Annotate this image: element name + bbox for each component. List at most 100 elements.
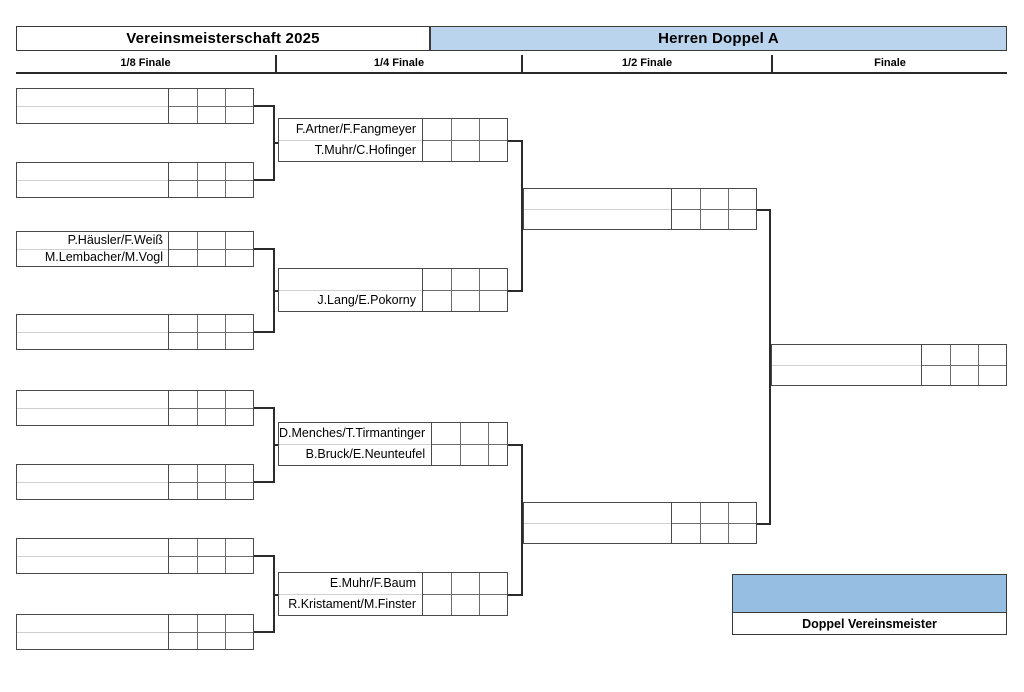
- match-sf-2[interactable]: [523, 502, 757, 544]
- team-slot-bottom[interactable]: [524, 523, 671, 543]
- score-cell-1[interactable]: [169, 539, 197, 573]
- match-r16-3[interactable]: P.Häusler/F.Weiß M.Lembacher/M.Vogl: [16, 231, 254, 267]
- match-r16-6[interactable]: [16, 464, 254, 500]
- team-slot-top[interactable]: [279, 269, 422, 290]
- score-cell-3[interactable]: [225, 232, 253, 266]
- score-cell-1[interactable]: [432, 423, 461, 465]
- score-cell-2[interactable]: [197, 89, 225, 123]
- match-qf-3[interactable]: D.Menches/T.Tirmantinger B.Bruck/E.Neunt…: [278, 422, 517, 466]
- score-cell-1[interactable]: [169, 89, 197, 123]
- score-cell-1[interactable]: [169, 163, 197, 197]
- team-slot-top[interactable]: E.Muhr/F.Baum: [329, 576, 416, 591]
- match-names: J.Lang/E.Pokorny: [279, 269, 422, 311]
- score-cell-3[interactable]: [728, 189, 756, 229]
- score-cell-3[interactable]: [479, 119, 507, 161]
- score-cell-3[interactable]: [225, 315, 253, 349]
- score-cell-1[interactable]: [423, 119, 451, 161]
- match-qf-2[interactable]: J.Lang/E.Pokorny: [278, 268, 508, 312]
- score-cell-1[interactable]: [922, 345, 950, 385]
- team-slot-top[interactable]: [17, 391, 168, 408]
- team-slot-bottom[interactable]: [17, 106, 168, 123]
- score-cell-1[interactable]: [423, 573, 451, 615]
- team-slot-top[interactable]: [772, 345, 921, 365]
- team-slot-bottom[interactable]: [772, 365, 921, 385]
- match-r16-8[interactable]: [16, 614, 254, 650]
- score-cells: [168, 615, 253, 649]
- team-slot-top[interactable]: [17, 89, 168, 106]
- team-slot-bottom[interactable]: T.Muhr/C.Hofinger: [314, 143, 416, 158]
- match-qf-1[interactable]: F.Artner/F.Fangmeyer T.Muhr/C.Hofinger: [278, 118, 508, 162]
- connector: [254, 481, 274, 483]
- team-slot-bottom[interactable]: [17, 556, 168, 573]
- match-r16-2[interactable]: [16, 162, 254, 198]
- score-cell-3[interactable]: [479, 573, 507, 615]
- score-cell-1[interactable]: [672, 189, 700, 229]
- team-slot-bottom[interactable]: J.Lang/E.Pokorny: [317, 293, 416, 308]
- team-slot-bottom[interactable]: [17, 482, 168, 499]
- score-cell-1[interactable]: [169, 315, 197, 349]
- team-slot-top[interactable]: F.Artner/F.Fangmeyer: [295, 122, 416, 137]
- score-cell-1[interactable]: [672, 503, 700, 543]
- score-cell-2[interactable]: [197, 615, 225, 649]
- team-slot-top[interactable]: [524, 189, 671, 209]
- match-qf-4[interactable]: E.Muhr/F.Baum R.Kristament/M.Finster: [278, 572, 508, 616]
- score-cell-3[interactable]: [978, 345, 1006, 385]
- team-slot-top[interactable]: [17, 615, 168, 632]
- score-cell-3[interactable]: [225, 615, 253, 649]
- team-slot-top[interactable]: [17, 465, 168, 482]
- champion-box[interactable]: [732, 574, 1007, 613]
- team-slot-top[interactable]: P.Häusler/F.Weiß: [67, 233, 163, 248]
- connector: [508, 290, 522, 292]
- team-slot-bottom[interactable]: [17, 408, 168, 425]
- team-slot-top[interactable]: [17, 163, 168, 180]
- match-names: [17, 465, 168, 499]
- team-slot-top[interactable]: [524, 503, 671, 523]
- score-cell-3[interactable]: [488, 423, 517, 465]
- score-cell-2[interactable]: [451, 573, 479, 615]
- team-slot-top[interactable]: D.Menches/T.Tirmantinger: [279, 426, 426, 441]
- team-slot-top[interactable]: [17, 539, 168, 556]
- score-cell-2[interactable]: [197, 232, 225, 266]
- match-r16-4[interactable]: [16, 314, 254, 350]
- score-cell-3[interactable]: [479, 269, 507, 311]
- score-cell-1[interactable]: [423, 269, 451, 311]
- score-cell-2[interactable]: [197, 465, 225, 499]
- score-cell-2[interactable]: [197, 539, 225, 573]
- score-cell-3[interactable]: [225, 391, 253, 425]
- score-cell-2[interactable]: [950, 345, 978, 385]
- champion-name[interactable]: [733, 575, 1006, 612]
- match-sf-1[interactable]: [523, 188, 757, 230]
- score-cell-2[interactable]: [451, 269, 479, 311]
- score-cell-3[interactable]: [225, 89, 253, 123]
- score-cell-2[interactable]: [700, 189, 728, 229]
- score-cell-2[interactable]: [700, 503, 728, 543]
- team-slot-bottom[interactable]: B.Bruck/E.Neunteufel: [305, 447, 426, 462]
- score-cell-2[interactable]: [197, 163, 225, 197]
- match-final[interactable]: [771, 344, 1007, 386]
- score-cell-1[interactable]: [169, 465, 197, 499]
- score-cell-2[interactable]: [197, 391, 225, 425]
- match-r16-5[interactable]: [16, 390, 254, 426]
- connector: [254, 248, 274, 250]
- team-slot-bottom[interactable]: [17, 180, 168, 197]
- score-cell-2[interactable]: [451, 119, 479, 161]
- team-slot-bottom[interactable]: [17, 332, 168, 349]
- team-slot-bottom[interactable]: R.Kristament/M.Finster: [288, 597, 416, 612]
- score-cell-2[interactable]: [460, 423, 489, 465]
- score-cell-3[interactable]: [728, 503, 756, 543]
- score-cell-1[interactable]: [169, 615, 197, 649]
- score-cell-1[interactable]: [169, 391, 197, 425]
- team-slot-bottom[interactable]: [524, 209, 671, 229]
- match-r16-1[interactable]: [16, 88, 254, 124]
- score-cell-2[interactable]: [197, 315, 225, 349]
- team-slot-top[interactable]: [17, 315, 168, 332]
- score-cell-3[interactable]: [225, 465, 253, 499]
- score-cell-3[interactable]: [225, 163, 253, 197]
- team-slot-bottom[interactable]: M.Lembacher/M.Vogl: [44, 250, 163, 265]
- score-cells: [422, 269, 507, 311]
- slot-divider: [17, 180, 168, 181]
- score-cell-1[interactable]: [169, 232, 197, 266]
- score-cell-3[interactable]: [225, 539, 253, 573]
- team-slot-bottom[interactable]: [17, 632, 168, 649]
- match-r16-7[interactable]: [16, 538, 254, 574]
